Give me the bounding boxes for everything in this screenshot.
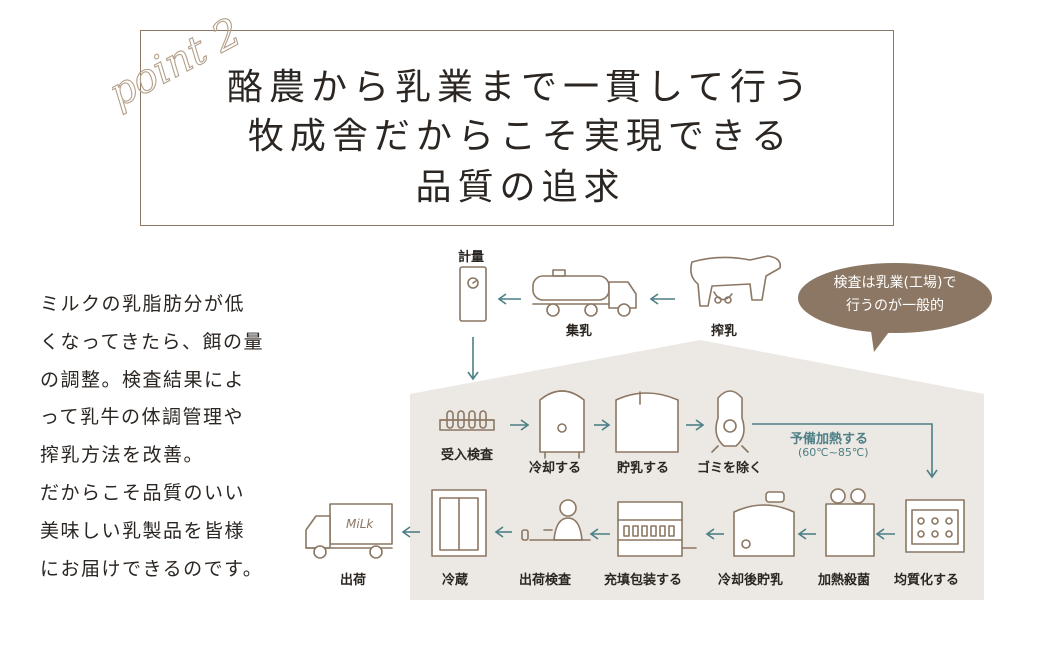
body-line: 搾乳方法を改善。 bbox=[40, 444, 205, 467]
filling-machine-icon bbox=[617, 501, 697, 557]
arrow-fill-to-check bbox=[589, 528, 610, 540]
title-line-1: 酪農から乳業まで一貫して行う bbox=[227, 67, 814, 108]
arrow-cool-to-store bbox=[594, 419, 611, 431]
body-line: にお届けできるのです。 bbox=[40, 557, 264, 580]
homogenizer-icon bbox=[905, 499, 965, 553]
body-line: だからこそ品質のいい bbox=[40, 481, 246, 504]
separator-icon bbox=[711, 390, 749, 453]
storage-tank-icon bbox=[615, 391, 679, 453]
arrow-measure-to-receive bbox=[467, 337, 479, 381]
body-line: の調整。検査結果によ bbox=[40, 368, 246, 391]
body-line: くなってきたら、餌の量 bbox=[40, 330, 264, 353]
arrow-collect-to-measure bbox=[497, 293, 521, 305]
point-2-script: point 2 bbox=[112, 16, 249, 117]
bubble-line-2: 行うのが一般的 bbox=[846, 298, 944, 314]
sterilizer-icon bbox=[825, 488, 875, 557]
label-receive: 受入検査 bbox=[441, 448, 494, 463]
label-homogenize: 均質化する bbox=[894, 573, 960, 588]
title-line-3: 品質の追求 bbox=[415, 167, 626, 208]
inspector-icon bbox=[521, 499, 591, 541]
measure-icon bbox=[459, 266, 487, 322]
arrow-sterilize-to-coolstore bbox=[797, 528, 816, 540]
body-line: って乳牛の体調管理や bbox=[40, 406, 245, 429]
bubble-line-1: 検査は乳業(工場)で bbox=[833, 275, 957, 291]
tanker-truck-icon bbox=[532, 269, 637, 317]
label-refrigerate: 冷蔵 bbox=[442, 573, 469, 588]
label-store: 貯乳する bbox=[617, 461, 670, 476]
label-ship-check: 出荷検査 bbox=[519, 573, 572, 588]
body-line: 美味しい乳製品を皆様 bbox=[40, 519, 246, 542]
body-text: ミルクの乳脂肪分が低 くなってきたら、餌の量 の調整。検査結果によ って乳牛の体… bbox=[40, 286, 310, 588]
bubble-text: 検査は乳業(工場)で 行うのが一般的 bbox=[796, 272, 994, 318]
delivery-truck-icon: MiLk bbox=[305, 503, 393, 559]
label-fill: 充填包装する bbox=[604, 573, 683, 588]
label-cool-store: 冷却後貯乳 bbox=[718, 573, 784, 588]
refrigerator-icon bbox=[431, 489, 487, 557]
arrow-preheat bbox=[752, 423, 938, 479]
label-milking: 搾乳 bbox=[711, 324, 738, 339]
arrow-store-to-filter bbox=[686, 419, 705, 431]
cow-icon bbox=[690, 255, 782, 307]
title-frame bbox=[140, 30, 894, 226]
arrow-receive-to-cool bbox=[510, 419, 530, 431]
speech-bubble bbox=[798, 263, 992, 352]
label-preheat-temp: (60℃~85℃) bbox=[798, 446, 869, 459]
test-tubes-icon bbox=[439, 410, 495, 431]
body-line: ミルクの乳脂肪分が低 bbox=[40, 293, 246, 315]
svg-text:MiLk: MiLk bbox=[346, 517, 374, 531]
arrow-refrigerate-to-ship bbox=[401, 526, 420, 538]
cool-store-tank-icon bbox=[733, 491, 795, 557]
label-filter: ゴミを除く bbox=[697, 461, 763, 476]
label-collect: 集乳 bbox=[566, 324, 593, 339]
label-preheat: 予備加熱する bbox=[790, 432, 869, 447]
label-measure: 計量 bbox=[458, 250, 485, 265]
arrow-homogenize-to-sterilize bbox=[875, 528, 895, 540]
title-line-2: 牧成舎だからこそ実現できる bbox=[247, 116, 794, 157]
arrow-coolstore-to-fill bbox=[705, 528, 724, 540]
arrow-milking-to-collect bbox=[649, 293, 675, 305]
arrow-check-to-refrigerate bbox=[494, 526, 512, 538]
label-ship: 出荷 bbox=[340, 573, 367, 588]
label-cool: 冷却する bbox=[529, 461, 582, 476]
label-sterilize: 加熱殺菌 bbox=[818, 573, 871, 588]
cooling-tank-icon bbox=[539, 390, 585, 459]
